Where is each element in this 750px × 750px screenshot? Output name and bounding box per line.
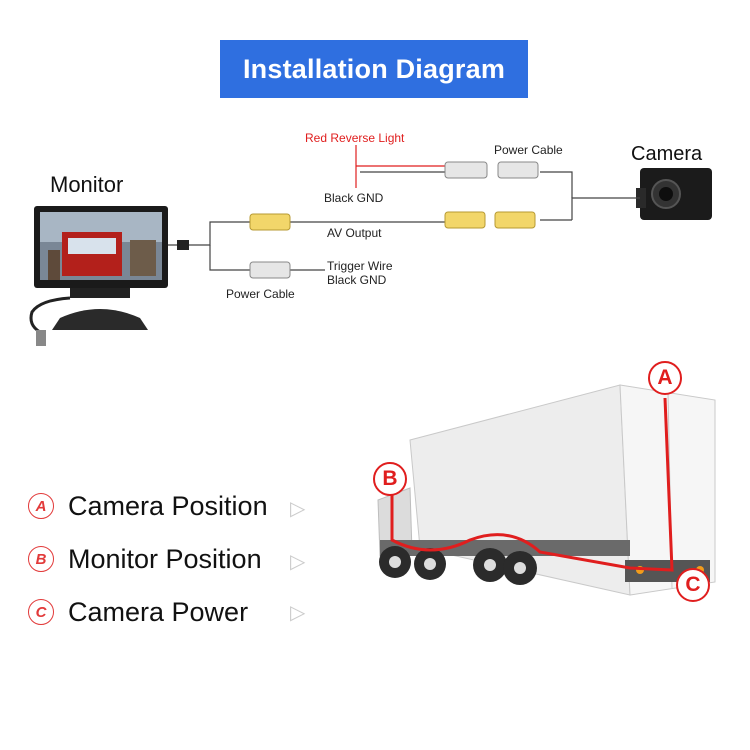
av-connector-monitor [249,213,291,231]
legend-letter-b: B [28,546,54,572]
diagram-title: Installation Diagram [220,40,528,98]
legend-text-b: Monitor Position [68,543,262,574]
monitor-label: Monitor [50,172,124,197]
legend-item-camera-power: C Camera Power [28,595,268,629]
marker-a-icon [648,361,682,395]
power-connector-monitor [249,261,291,279]
legend: A Camera Position B Monitor Position C C… [28,489,268,648]
monitor-illustration [29,206,168,346]
legend-item-monitor-position: B Monitor Position [28,542,268,576]
legend-arrow-icon: ▷ [290,602,306,624]
marker-c-icon [676,568,710,602]
legend-arrow-icon: ▷ [290,551,306,573]
marker-b-letter: B [382,467,398,490]
camera-illustration [636,168,712,220]
red-reverse-light-label: Red Reverse Light [305,131,405,145]
legend-letter-c: C [28,599,54,625]
black-gnd-bottom-label: Black GND [327,273,387,287]
black-gnd-top-label: Black GND [324,191,384,205]
marker-c-letter: C [685,573,701,596]
legend-text-a: Camera Position [68,490,268,521]
legend-arrow-icon: ▷ [290,498,306,520]
av-output-label: AV Output [327,226,382,240]
power-cable-bottom-label: Power Cable [226,287,295,301]
power-cable-top-label: Power Cable [494,143,563,157]
marker-a-letter: A [657,366,673,389]
trigger-wire-label: Trigger Wire [327,259,393,273]
legend-item-camera-position: A Camera Position [28,489,268,523]
legend-letter-a: A [28,493,54,519]
camera-label: Camera [631,143,703,165]
legend-text-c: Camera Power [68,596,249,627]
av-connector-camera [444,211,536,229]
power-connector-camera [444,161,539,179]
marker-b-icon [373,462,407,496]
